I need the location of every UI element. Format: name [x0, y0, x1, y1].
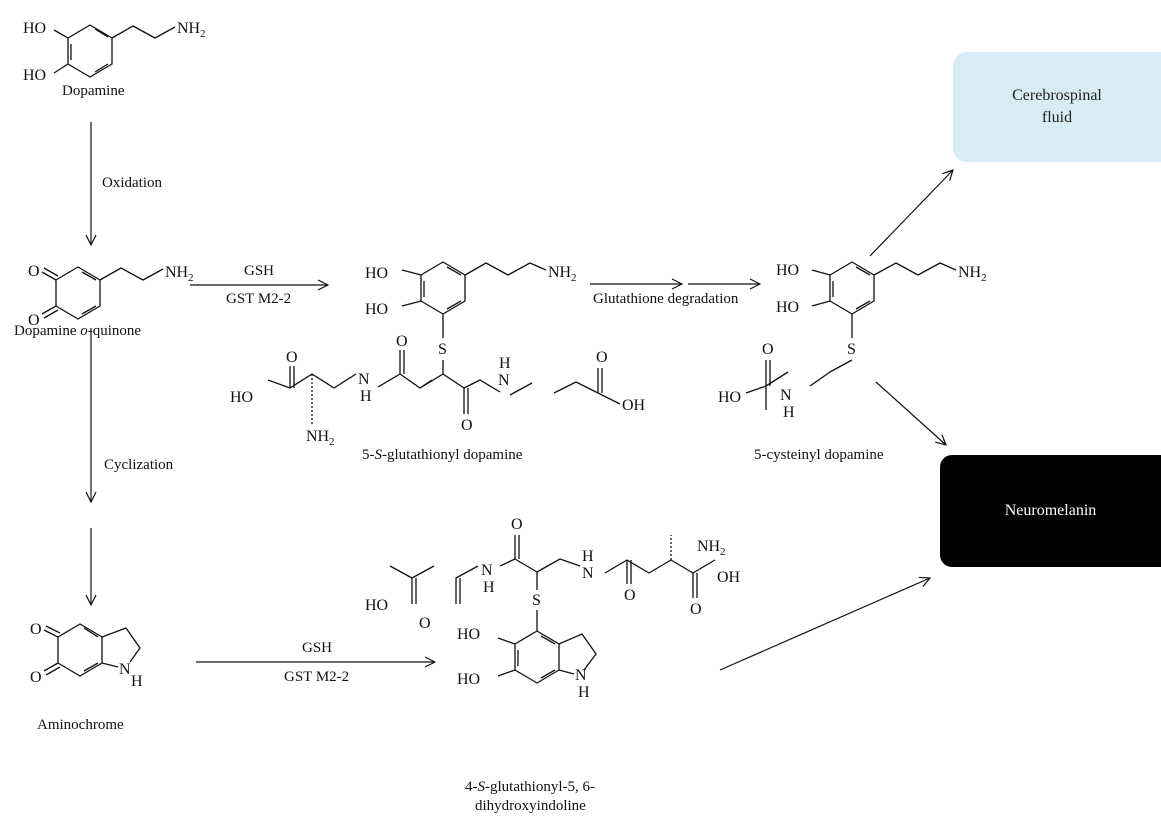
atom-n: N: [575, 667, 587, 684]
atom-o: O: [30, 621, 42, 638]
cerebrospinal-fluid-box: Cerebrospinal fluid: [953, 52, 1161, 162]
atom-subscript: 2: [329, 436, 335, 448]
aminochrome-structure: [43, 623, 141, 677]
atom-h: H: [582, 548, 594, 565]
atom-ho: HO: [365, 597, 388, 614]
label-indoline-line2: dihydroxyindoline: [475, 798, 586, 814]
atom-ho: HO: [776, 262, 799, 279]
atom-o: O: [419, 615, 431, 632]
atom-ho: HO: [776, 299, 799, 316]
atom-o: O: [461, 417, 473, 434]
glutathionyl-dopamine-structure: [267, 261, 621, 425]
atom-oh: OH: [622, 397, 646, 414]
atom-o: O: [396, 333, 408, 350]
atom-ho: HO: [23, 20, 46, 37]
glutathionyl-indoline-structure: [389, 535, 716, 684]
atom-ho: HO: [718, 389, 741, 406]
atom-n: N: [119, 661, 131, 678]
atom-o: O: [286, 349, 298, 366]
atom-n: N: [358, 371, 370, 388]
neuromelanin-label: Neuromelanin: [1004, 502, 1097, 519]
atom-o: O: [690, 601, 702, 618]
atom-nh2: NH: [177, 20, 201, 37]
atom-o: O: [762, 341, 774, 358]
dopamine-quinone-structure: [41, 266, 164, 320]
label-indoline-line1: 4-S-glutathionyl-5, 6-: [465, 779, 595, 795]
atom-nh2: NH: [958, 264, 982, 281]
atom-n: N: [481, 562, 493, 579]
to-neuromelanin-arrow-2: [719, 578, 930, 671]
molecule-bonds: [41, 24, 957, 684]
label-glutathione-degradation: Glutathione degradation: [593, 291, 739, 307]
atom-labels: HO HO NH 2 O O NH 2 O O N H HO HO NH 2 S…: [23, 20, 987, 701]
atom-nh2: NH: [165, 264, 189, 281]
label-glutathionyl-dopamine: 5-S-glutathionyl dopamine: [362, 447, 523, 463]
atom-nh2: NH: [306, 428, 330, 445]
to-neuromelanin-arrow-1: [875, 381, 946, 445]
dopamine-structure: [53, 24, 176, 78]
atom-s: S: [532, 592, 541, 609]
atom-h: H: [783, 404, 795, 421]
atom-o: O: [511, 516, 523, 533]
atom-subscript: 2: [200, 28, 206, 40]
atom-o: O: [596, 349, 608, 366]
atom-h: H: [360, 388, 372, 405]
label-dopamine-o-quinone: Dopamine o-quinone: [14, 323, 142, 339]
reaction-arrows: [91, 122, 953, 671]
atom-s: S: [438, 341, 447, 358]
atom-n: N: [780, 387, 792, 404]
atom-ho: HO: [365, 265, 388, 282]
atom-o: O: [624, 587, 636, 604]
atom-subscript: 2: [720, 546, 726, 558]
atom-nh2: NH: [548, 264, 572, 281]
atom-nh2: NH: [697, 538, 721, 555]
atom-subscript: 2: [981, 272, 987, 284]
neuromelanin-box: Neuromelanin: [940, 455, 1161, 567]
label-oxidation: Oxidation: [102, 175, 162, 191]
atom-ho: HO: [230, 389, 253, 406]
atom-ho: HO: [365, 301, 388, 318]
atom-ho: HO: [457, 626, 480, 643]
csf-label-line2: fluid: [1041, 109, 1073, 126]
label-cyclization: Cyclization: [104, 457, 174, 473]
label-gsh-1: GSH: [244, 263, 275, 279]
atom-subscript: 2: [188, 272, 194, 284]
atom-h: H: [483, 579, 495, 596]
csf-label-line1: Cerebrospinal: [1012, 87, 1102, 104]
label-aminochrome: Aminochrome: [37, 717, 124, 733]
cysteinyl-dopamine-structure: [745, 261, 957, 410]
atom-n: N: [582, 565, 594, 582]
atom-subscript: 2: [571, 272, 577, 284]
label-gsh-2: GSH: [302, 640, 333, 656]
atom-ho: HO: [23, 67, 46, 84]
atom-oh: OH: [717, 569, 741, 586]
atom-h: H: [499, 355, 511, 372]
atom-ho: HO: [457, 671, 480, 688]
to-csf-arrow: [869, 170, 953, 257]
label-dopamine: Dopamine: [62, 83, 125, 99]
atom-s: S: [847, 341, 856, 358]
label-gst-2: GST M2-2: [284, 669, 350, 685]
label-cysteinyl-dopamine: 5-cysteinyl dopamine: [754, 447, 884, 463]
atom-o: O: [30, 669, 42, 686]
atom-o: O: [28, 263, 40, 280]
atom-n: N: [498, 372, 510, 389]
label-gst-1: GST M2-2: [226, 291, 292, 307]
atom-o: O: [28, 312, 40, 329]
atom-h: H: [578, 684, 590, 701]
atom-h: H: [131, 673, 143, 690]
